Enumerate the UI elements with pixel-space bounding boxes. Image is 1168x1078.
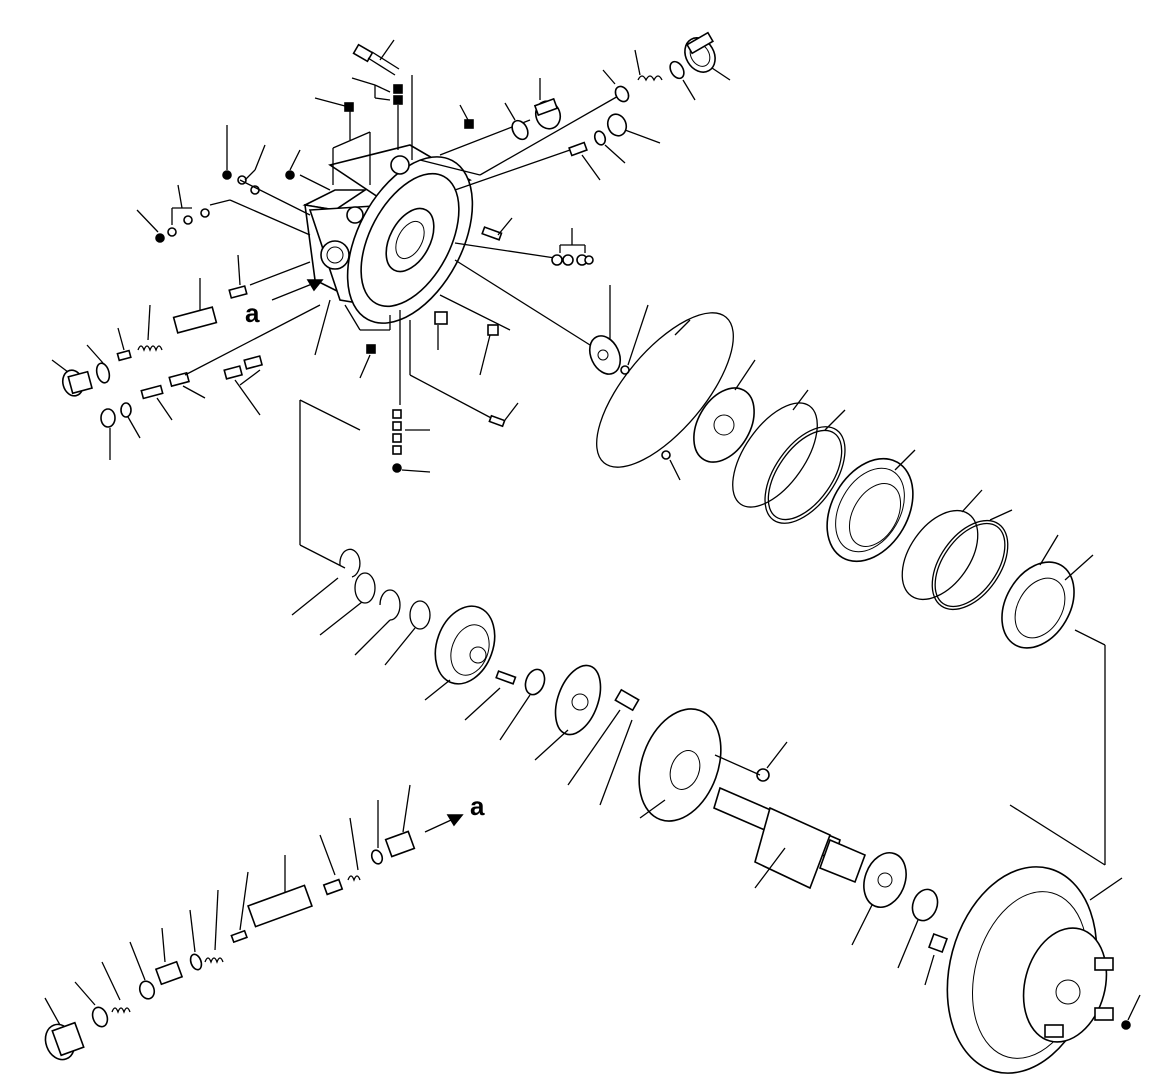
reference-arrow-bottom <box>424 814 464 833</box>
reference-arrow-top <box>271 279 324 301</box>
reference-mark-a-bottom: a <box>470 791 485 821</box>
left-spool-assembly <box>51 254 321 460</box>
top-plugs <box>314 75 474 160</box>
top-right-cap <box>602 31 731 103</box>
final-housing <box>946 866 1141 1074</box>
housing-bottom-parts <box>314 294 519 473</box>
left-screws <box>136 125 311 243</box>
main-housing <box>302 144 474 324</box>
cylinder-assembly <box>291 399 788 822</box>
top-bolt <box>352 39 400 76</box>
reference-mark-a-top: a <box>245 298 260 328</box>
ring-stack <box>454 259 1106 866</box>
pin-and-plugs <box>454 217 594 266</box>
bottom-left-spool <box>44 784 416 1061</box>
flange-parts <box>851 852 948 986</box>
drive-shaft <box>713 786 867 890</box>
leader-lines-top <box>299 94 621 191</box>
top-plug-set <box>504 78 661 181</box>
